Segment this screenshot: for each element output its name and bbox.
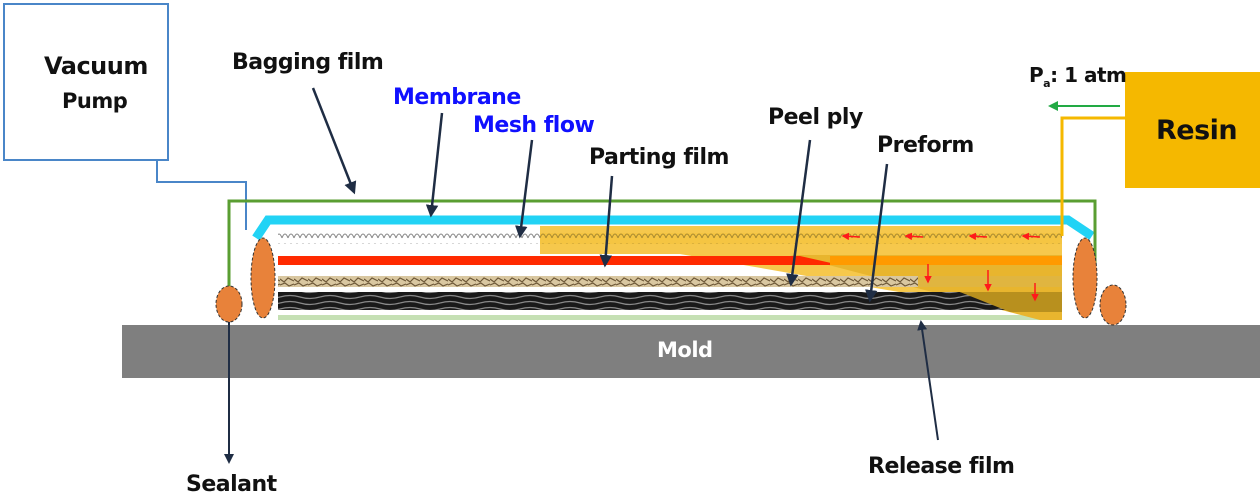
peel-ply <box>278 276 918 287</box>
pressure-prefix: P <box>1029 63 1044 87</box>
mesh-flow-pointer <box>515 139 534 239</box>
parting-film-pointer <box>599 175 614 268</box>
peel-ply-pointer <box>786 139 812 287</box>
resin-line <box>1060 116 1125 236</box>
bagging-film <box>227 199 1097 292</box>
vacuum-pump-label-line1: Vacuum <box>44 52 148 80</box>
vacuum-line <box>156 160 247 230</box>
vacuum-pump-label-line2: Pump <box>62 89 128 113</box>
pressure-subscript: a <box>1043 77 1051 90</box>
vacuum-pump-box <box>3 3 169 161</box>
flow-arrow <box>1021 232 1041 241</box>
parting-film-wet <box>830 256 1062 265</box>
sealant-inner-left <box>250 237 276 319</box>
preform-label: Preform <box>877 133 974 158</box>
sealant-outer-left <box>215 285 243 323</box>
preform-pointer <box>865 163 889 303</box>
release-film <box>278 315 1050 320</box>
peel-ply-wet <box>918 276 1062 287</box>
mold-label: Mold <box>657 338 713 362</box>
pressure-value: : 1 atm <box>1050 63 1127 87</box>
release-film-pointer <box>917 320 939 441</box>
mesh-flow-layer <box>278 233 540 244</box>
parting-film-label: Parting film <box>589 145 729 170</box>
bagging-film-label: Bagging film <box>232 50 384 75</box>
preform <box>278 292 1010 310</box>
release-film-label: Release film <box>868 454 1015 479</box>
sealant-outer-right <box>1099 284 1127 326</box>
sealant-inner-right <box>1072 237 1098 319</box>
flow-arrow <box>841 232 861 241</box>
mesh-flow-layer-wet <box>540 233 1062 244</box>
resin-box <box>1125 72 1260 188</box>
membrane <box>252 215 1095 241</box>
mold <box>122 325 1260 378</box>
mesh-flow-label: Mesh flow <box>473 113 595 138</box>
parting-film <box>278 256 840 265</box>
membrane-pointer <box>425 112 444 218</box>
flow-arrow <box>968 232 988 241</box>
peel-ply-label: Peel ply <box>768 105 863 130</box>
sealant-label: Sealant <box>186 472 277 497</box>
pressure-label: Pa: 1 atm <box>1029 63 1127 90</box>
membrane-label: Membrane <box>393 85 521 110</box>
resin-label: Resin <box>1156 115 1238 146</box>
flow-arrow <box>904 232 924 241</box>
bagging-film-pointer <box>311 87 357 195</box>
